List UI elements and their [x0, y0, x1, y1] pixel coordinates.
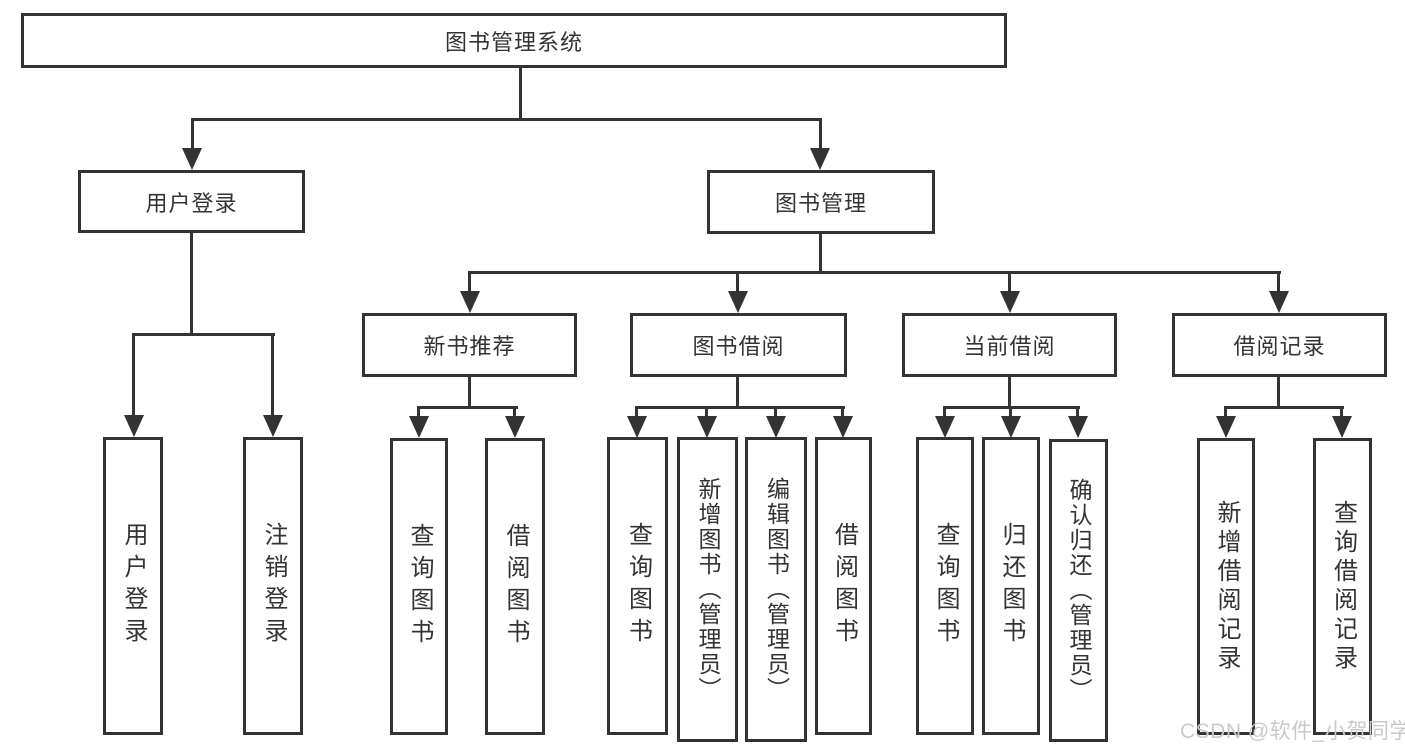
connector-leaf-line [1224, 406, 1227, 418]
connector-leaf-line [271, 333, 274, 419]
connector-user-login-stub [190, 233, 193, 336]
connector-leaf-line [705, 406, 708, 418]
arrow-down-icon [935, 416, 955, 438]
arrow-down-icon [1332, 416, 1352, 438]
leaf-query-books-borrowing: 查询图书 [607, 437, 668, 735]
node-book-management: 图书管理 [707, 170, 935, 234]
node-user-login: 用户登录 [78, 170, 305, 233]
connector-leaf-line [1008, 271, 1011, 295]
connector-current-borrow-stub [1008, 377, 1011, 408]
connector-leaf-line [1340, 406, 1343, 418]
connector-leaf-line [1277, 271, 1280, 295]
leaf-query-books-current: 查询图书 [916, 437, 974, 735]
connector-book-mgmt-hbar [468, 271, 1281, 274]
arrow-down-icon [766, 416, 786, 438]
connector-new-book-hbar [417, 406, 518, 409]
leaf-borrow-books-recommend: 借阅图书 [485, 438, 545, 735]
arrow-down-icon [1216, 416, 1236, 438]
csdn-watermark: CSDN @软件_小贺同学 [1180, 720, 1405, 743]
arrow-down-icon [1269, 291, 1289, 313]
arrow-down-icon [627, 416, 647, 438]
connector-leaf-line [841, 406, 844, 418]
node-current-borrowing: 当前借阅 [902, 313, 1117, 377]
arrow-down-icon [409, 416, 429, 438]
connector-user-login-hbar [132, 333, 275, 336]
connector-leaf-line [635, 406, 638, 418]
node-new-book-recommendation: 新书推荐 [362, 313, 577, 377]
leaf-confirm-return-admin: 确认归还（管理员） [1049, 439, 1108, 742]
leaf-add-book-admin: 新增图书（管理员） [677, 437, 738, 742]
arrow-down-icon [833, 416, 853, 438]
leaf-logout: 注销登录 [243, 437, 303, 735]
arrow-down-icon [1000, 291, 1020, 313]
leaf-user-login: 用户登录 [103, 437, 163, 735]
leaf-add-borrow-record: 新增借阅记录 [1197, 438, 1255, 735]
node-borrowing-records: 借阅记录 [1172, 313, 1387, 377]
connector-leaf-line [736, 271, 739, 295]
arrow-down-icon [697, 416, 717, 438]
arrow-down-icon [810, 148, 830, 170]
connector-book-borrow-hbar [635, 406, 845, 409]
connector-leaf-line [1076, 406, 1079, 418]
leaf-query-borrow-record: 查询借阅记录 [1313, 438, 1372, 735]
arrow-down-icon [728, 291, 748, 313]
node-root-library-management-system: 图书管理系统 [21, 13, 1007, 68]
connector-root-hbar [191, 118, 822, 121]
arrow-down-icon [1068, 416, 1088, 438]
connector-records-hbar [1224, 406, 1344, 409]
arrow-down-icon [182, 148, 202, 170]
arrow-down-icon [460, 291, 480, 313]
connector-leaf-line [132, 333, 135, 419]
connector-leaf-line [774, 406, 777, 418]
connector-leaf-line [1009, 406, 1012, 418]
node-book-borrowing: 图书借阅 [630, 313, 847, 377]
leaf-query-books-recommend: 查询图书 [390, 438, 448, 735]
connector-to-user-login-line [191, 118, 194, 150]
arrow-down-icon [505, 416, 525, 438]
connector-book-borrow-stub [736, 377, 739, 408]
leaf-return-book: 归还图书 [982, 437, 1040, 735]
connector-leaf-line [468, 271, 471, 295]
connector-to-book-mgmt-line [819, 118, 822, 150]
arrow-down-icon [1001, 416, 1021, 438]
arrow-down-icon [124, 415, 144, 437]
connector-records-stub [1277, 377, 1280, 408]
connector-book-mgmt-stub [819, 234, 822, 273]
connector-leaf-line [513, 406, 516, 418]
connector-leaf-line [943, 406, 946, 418]
leaf-borrow-books-borrowing: 借阅图书 [815, 437, 872, 735]
connector-root-stub [519, 68, 522, 120]
connector-leaf-line [417, 406, 420, 418]
arrow-down-icon [263, 415, 283, 437]
leaf-edit-book-admin: 编辑图书（管理员） [745, 437, 807, 742]
connector-new-book-stub [468, 377, 471, 408]
